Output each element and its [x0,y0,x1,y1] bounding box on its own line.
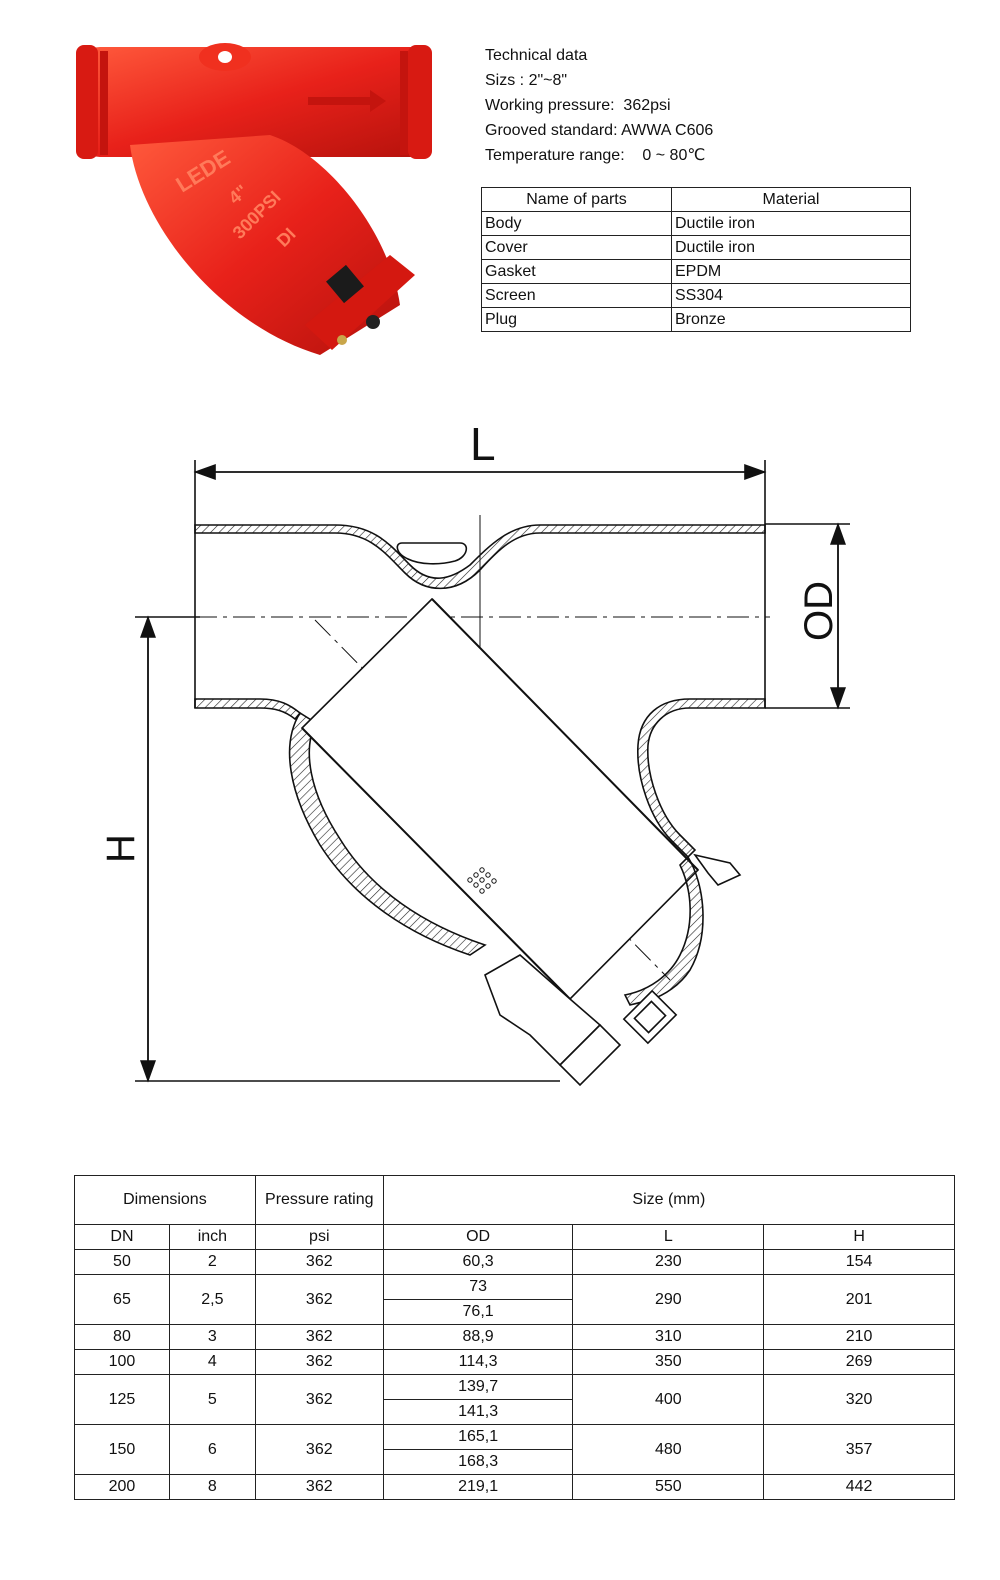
parts-header-name: Name of parts [481,187,672,212]
table-row: 200 8 362 219,1 550 442 [74,1474,955,1500]
label-L: L [470,418,496,470]
cell-od: 141,3 [382,1399,574,1425]
cell-inch: 6 [168,1424,256,1475]
cell-od: 165,1 [382,1424,574,1450]
part-material: Ductile iron [671,211,911,236]
cell-od: 60,3 [382,1249,574,1275]
header-inch: inch [168,1224,256,1250]
cell-od: 168,3 [382,1449,574,1475]
cell-psi: 362 [254,1249,384,1275]
label-OD: OD [797,581,841,641]
dimension-drawing: L OD H [99,418,850,1087]
cell-inch: 2,5 [168,1274,256,1325]
cell-od: 139,7 [382,1374,574,1400]
cell-psi: 362 [254,1474,384,1500]
cell-h: 269 [763,1349,955,1375]
table-row: Gasket EPDM [481,259,911,284]
cell-dn: 50 [74,1249,170,1275]
table-row: Plug Bronze [481,307,911,332]
technical-data: Technical data Sizs : 2"~8" Working pres… [485,43,713,168]
cell-h: 442 [763,1474,955,1500]
cell-inch: 2 [168,1249,256,1275]
part-name: Body [481,211,672,236]
label-H: H [99,834,143,863]
cell-dn: 200 [74,1474,170,1500]
cell-od: 73 [382,1274,574,1300]
part-name: Cover [481,235,672,260]
table-row: Body Ductile iron [481,211,911,236]
cell-l: 290 [572,1274,765,1325]
cell-od: 219,1 [382,1474,574,1500]
cell-dn: 80 [74,1324,170,1350]
tech-temperature: Temperature range: 0 ~ 80℃ [485,147,706,164]
tech-title: Technical data [485,47,588,64]
tech-pressure: Working pressure: 362psi [485,97,671,114]
strainer-photo: LEDE 4" 300PSI DI [76,43,432,355]
header-dimensions: Dimensions [74,1175,256,1225]
dimensions-table: Dimensions Pressure rating Size (mm) DN … [74,1175,956,1500]
header-l: L [572,1224,765,1250]
tech-grooved: Grooved standard: AWWA C606 [485,122,714,139]
cell-psi: 362 [254,1424,384,1475]
cell-l: 350 [572,1349,765,1375]
header-pressure-rating: Pressure rating [254,1175,384,1225]
header-size: Size (mm) [382,1175,956,1225]
cell-l: 400 [572,1374,765,1425]
cell-inch: 5 [168,1374,256,1425]
table-row: 150 6 362 165,1 480 357 [74,1424,955,1475]
cell-dn: 65 [74,1274,170,1325]
cell-l: 550 [572,1474,765,1500]
group-header-row: Dimensions Pressure rating Size (mm) [74,1175,956,1225]
table-row: 50 2 362 60,3 230 154 [74,1249,955,1275]
parts-header-material: Material [671,187,911,212]
cell-dn: 100 [74,1349,170,1375]
cell-dn: 150 [74,1424,170,1475]
table-row: 80 3 362 88,9 310 210 [74,1324,955,1350]
table-row: 76,1 [75,1299,955,1325]
cell-l: 480 [572,1424,765,1475]
cell-psi: 362 [254,1349,384,1375]
cell-h: 357 [763,1424,955,1475]
cell-psi: 362 [254,1374,384,1425]
cell-dn: 125 [74,1374,170,1425]
part-name: Screen [481,283,672,308]
part-material: Ductile iron [671,235,911,260]
cell-h: 210 [763,1324,955,1350]
cell-h: 320 [763,1374,955,1425]
table-row: 125 5 362 139,7 400 320 [74,1374,955,1425]
table-row: Cover Ductile iron [481,235,911,260]
cell-h: 201 [763,1274,955,1325]
table-row: 168,3 [75,1449,955,1475]
header-h: H [763,1224,955,1250]
table-row: 65 2,5 362 73 290 201 [74,1274,955,1325]
cell-h: 154 [763,1249,955,1275]
sub-header-row: DN inch psi OD L H [74,1224,955,1250]
cell-inch: 8 [168,1474,256,1500]
part-material: Bronze [671,307,911,332]
cell-l: 230 [572,1249,765,1275]
part-name: Plug [481,307,672,332]
header-od: OD [382,1224,574,1250]
table-row: 100 4 362 114,3 350 269 [74,1349,955,1375]
cell-inch: 3 [168,1324,256,1350]
part-material: SS304 [671,283,911,308]
cell-psi: 362 [254,1274,384,1325]
parts-table: Name of parts Material Body Ductile iron… [481,187,911,332]
cell-od: 88,9 [382,1324,574,1350]
parts-header-row: Name of parts Material [481,187,911,212]
header-dn: DN [74,1224,170,1250]
cell-psi: 362 [254,1324,384,1350]
tech-sizes: Sizs : 2"~8" [485,72,568,89]
table-row: Screen SS304 [481,283,911,308]
cell-l: 310 [572,1324,765,1350]
cell-od: 76,1 [382,1299,574,1325]
header-psi: psi [254,1224,384,1250]
part-material: EPDM [671,259,911,284]
cell-od: 114,3 [382,1349,574,1375]
part-name: Gasket [481,259,672,284]
cell-inch: 4 [168,1349,256,1375]
